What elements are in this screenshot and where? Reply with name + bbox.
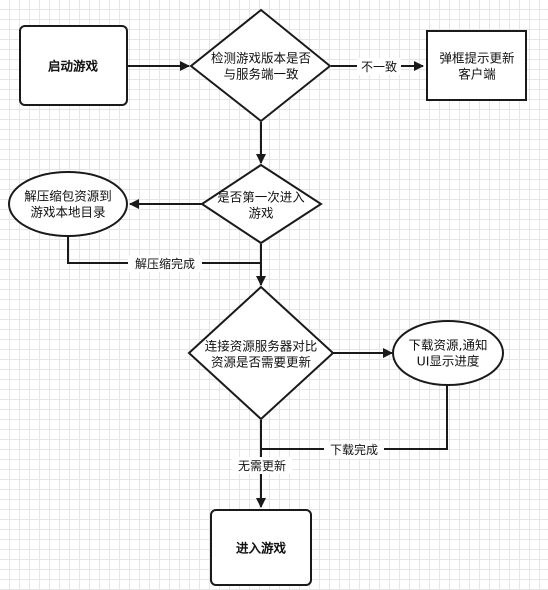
- node-first-time-diamond: [200, 163, 323, 245]
- node-compare-diamond: [187, 285, 335, 421]
- node-enter-box: [210, 509, 312, 586]
- edges: [67, 61, 448, 508]
- edge-label-mismatch: 不一致: [361, 60, 397, 74]
- first-time-line-2: 游戏: [248, 206, 273, 221]
- update-tip-line-1: 弹框提示更新: [439, 51, 514, 66]
- unzip-line-1: 解压缩包资源到: [24, 189, 112, 204]
- node-download-ellipse: [392, 320, 504, 386]
- first-time-line-1: 是否第一次进入: [217, 190, 305, 205]
- download-line-1: 下载资源,通知: [409, 338, 488, 353]
- edge-label-no-update: 无需更新: [238, 458, 286, 473]
- node-unzip-ellipse: [8, 171, 128, 237]
- node-version-text: 检测游戏版本是否与服务端一致: [211, 51, 311, 82]
- edge-label-unzip-done: 解压缩完成: [135, 256, 195, 271]
- enter-line-1: 进入游戏: [236, 541, 287, 556]
- compare-line-2: 资源是否需要更新: [211, 355, 311, 370]
- start-line-1: 启动游戏: [48, 59, 99, 74]
- node-version-diamond: [189, 8, 332, 123]
- node-texts: 启动游戏 检测游戏版本是否与服务端一致 弹框提示更新客户端 是否第一次进入游戏 …: [24, 51, 514, 556]
- compare-line-1: 连接资源服务器对比: [205, 339, 318, 354]
- node-update-tip-box: [426, 30, 527, 101]
- version-line-1: 检测游戏版本是否: [211, 51, 311, 66]
- node-enter-text: 进入游戏: [236, 541, 287, 556]
- edge-labels: 不一致 解压缩完成 无需更新 下载完成: [128, 58, 401, 474]
- edge-download-to-merge: [261, 384, 448, 450]
- edge-label-download-done: 下载完成: [330, 442, 378, 457]
- node-update-tip-text: 弹框提示更新客户端: [439, 51, 514, 82]
- node-start-text: 启动游戏: [48, 59, 99, 74]
- node-first-time-text: 是否第一次进入游戏: [217, 190, 305, 221]
- unzip-line-2: 游戏本地目录: [30, 205, 105, 220]
- nodes: [8, 8, 527, 586]
- version-line-2: 与服务端一致: [223, 67, 299, 82]
- node-unzip-text: 解压缩包资源到游戏本地目录: [24, 189, 112, 220]
- node-start-box: [19, 25, 128, 106]
- node-compare-text: 连接资源服务器对比资源是否需要更新: [205, 339, 318, 370]
- update-tip-line-2: 客户端: [458, 67, 496, 82]
- download-line-2: UI显示进度: [417, 354, 480, 369]
